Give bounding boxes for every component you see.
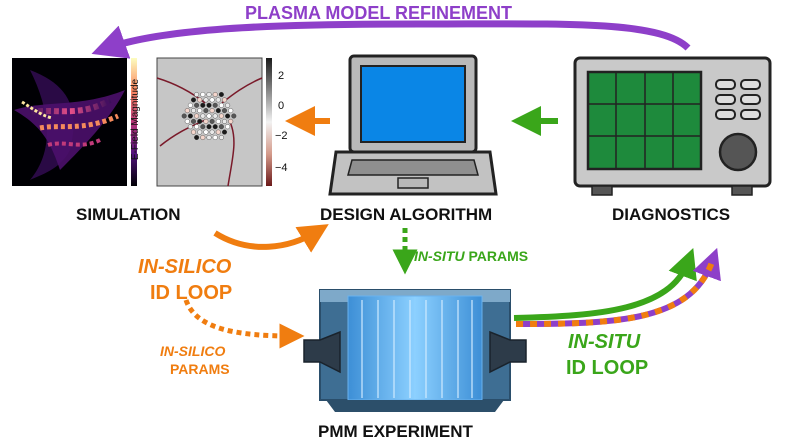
plasma-rod bbox=[187, 113, 193, 119]
left-horn-antenna bbox=[303, 330, 341, 374]
design-algorithm-label: DESIGN ALGORITHM bbox=[320, 205, 493, 224]
in-situ-params-italic: IN-SITU bbox=[414, 248, 465, 264]
in-silico-params-arrow bbox=[183, 299, 305, 349]
plasma-rod bbox=[209, 97, 215, 103]
refinement-arrow bbox=[91, 20, 691, 59]
plasma-rod bbox=[187, 102, 193, 108]
scope-knob bbox=[718, 132, 758, 172]
plasma-rod bbox=[190, 97, 196, 103]
oscilloscope-icon bbox=[573, 56, 772, 196]
tick-label: 2 bbox=[278, 70, 285, 82]
design-field-panel bbox=[156, 57, 263, 187]
laptop-icon bbox=[328, 54, 498, 196]
simulation-label: SIMULATION bbox=[76, 205, 181, 224]
plasma-rod bbox=[203, 129, 209, 135]
plasma-rod bbox=[221, 129, 227, 135]
plasma-rod bbox=[231, 113, 237, 119]
in-silico-loop-subtitle: ID LOOP bbox=[150, 282, 233, 304]
in-situ-loop-arrow-green bbox=[513, 247, 697, 321]
plasma-rod bbox=[225, 113, 231, 119]
plasma-rod bbox=[190, 118, 196, 124]
laptop-screen bbox=[360, 65, 466, 143]
plasma-rod bbox=[187, 124, 193, 130]
plasma-rod bbox=[200, 102, 206, 108]
in-situ-params-label: IN-SITU PARAMS bbox=[414, 248, 528, 264]
colorbar-label: E-Field Magnitude bbox=[130, 78, 142, 161]
plasma-rod bbox=[194, 134, 200, 140]
pmm-experiment-label: PMM EXPERIMENT bbox=[318, 422, 473, 441]
in-situ-params-rest: PARAMS bbox=[464, 248, 529, 264]
tick-label: −2 bbox=[275, 130, 288, 142]
plasma-rod bbox=[215, 118, 221, 124]
pmm-chamber bbox=[303, 289, 527, 412]
plasma-rod bbox=[209, 118, 215, 124]
plasma-rod bbox=[203, 97, 209, 103]
field-heatmap bbox=[12, 58, 127, 186]
plasma-rod bbox=[184, 118, 190, 124]
laptop-touchpad bbox=[397, 177, 429, 189]
plasma-rod bbox=[181, 113, 187, 119]
plasma-rod bbox=[212, 91, 218, 97]
plasma-rod bbox=[215, 129, 221, 135]
in-silico-params-subtitle: PARAMS bbox=[170, 361, 230, 377]
tick-label: 0 bbox=[278, 100, 285, 112]
right-horn-antenna bbox=[489, 330, 527, 374]
in-silico-params-title: IN-SILICO bbox=[160, 343, 226, 359]
plasma-rod bbox=[228, 108, 234, 114]
plasma-rod bbox=[200, 124, 206, 130]
plasma-rod bbox=[206, 102, 212, 108]
plasma-rod bbox=[212, 134, 218, 140]
plasma-rod bbox=[206, 113, 212, 119]
plasma-rod bbox=[212, 102, 218, 108]
plasma-rod bbox=[194, 113, 200, 119]
plasma-rod bbox=[218, 113, 224, 119]
plasma-rod bbox=[200, 113, 206, 119]
plasma-rod bbox=[190, 108, 196, 114]
plasma-rod bbox=[206, 134, 212, 140]
in-situ-loop-title: IN-SITU bbox=[568, 331, 641, 353]
plasma-rod bbox=[194, 102, 200, 108]
plasma-rod bbox=[206, 124, 212, 130]
plasma-rod bbox=[190, 129, 196, 135]
plasma-rod bbox=[209, 108, 215, 114]
in-situ-loop-subtitle: ID LOOP bbox=[566, 357, 649, 379]
plasma-rod bbox=[218, 91, 224, 97]
plasma-rod bbox=[197, 129, 203, 135]
refinement-title: PLASMA MODEL REFINEMENT bbox=[245, 3, 513, 23]
plasma-rod-array bbox=[181, 91, 237, 140]
plasma-rod bbox=[203, 118, 209, 124]
plasma-rod bbox=[221, 108, 227, 114]
plasma-rod bbox=[197, 118, 203, 124]
plasma-rod bbox=[212, 124, 218, 130]
plasma-rod bbox=[221, 118, 227, 124]
plasma-rod bbox=[194, 124, 200, 130]
diverging-colorbar bbox=[266, 58, 272, 186]
plasma-rod bbox=[203, 108, 209, 114]
plasma-rod bbox=[197, 108, 203, 114]
plasma-rod bbox=[225, 124, 231, 130]
plasma-rod bbox=[212, 113, 218, 119]
plasma-rod bbox=[194, 91, 200, 97]
tick-label: −4 bbox=[275, 162, 288, 174]
plasma-rod bbox=[225, 102, 231, 108]
plasma-rod bbox=[197, 97, 203, 103]
plasma-rod bbox=[218, 124, 224, 130]
plasma-rod bbox=[218, 102, 224, 108]
in-silico-loop-title: IN-SILICO bbox=[138, 256, 232, 278]
plasma-rod bbox=[228, 118, 234, 124]
plasma-rod bbox=[209, 129, 215, 135]
magnitude-colorbar bbox=[131, 58, 137, 186]
plasma-rod bbox=[200, 91, 206, 97]
plasma-rod bbox=[184, 108, 190, 114]
plasma-rod bbox=[215, 97, 221, 103]
plasma-rod bbox=[206, 91, 212, 97]
plasma-rod bbox=[215, 108, 221, 114]
in-silico-loop-arrow bbox=[213, 224, 329, 253]
plasma-rod bbox=[200, 134, 206, 140]
plasma-rod bbox=[221, 97, 227, 103]
plasma-rod bbox=[218, 134, 224, 140]
diagnostics-label: DIAGNOSTICS bbox=[612, 205, 731, 224]
